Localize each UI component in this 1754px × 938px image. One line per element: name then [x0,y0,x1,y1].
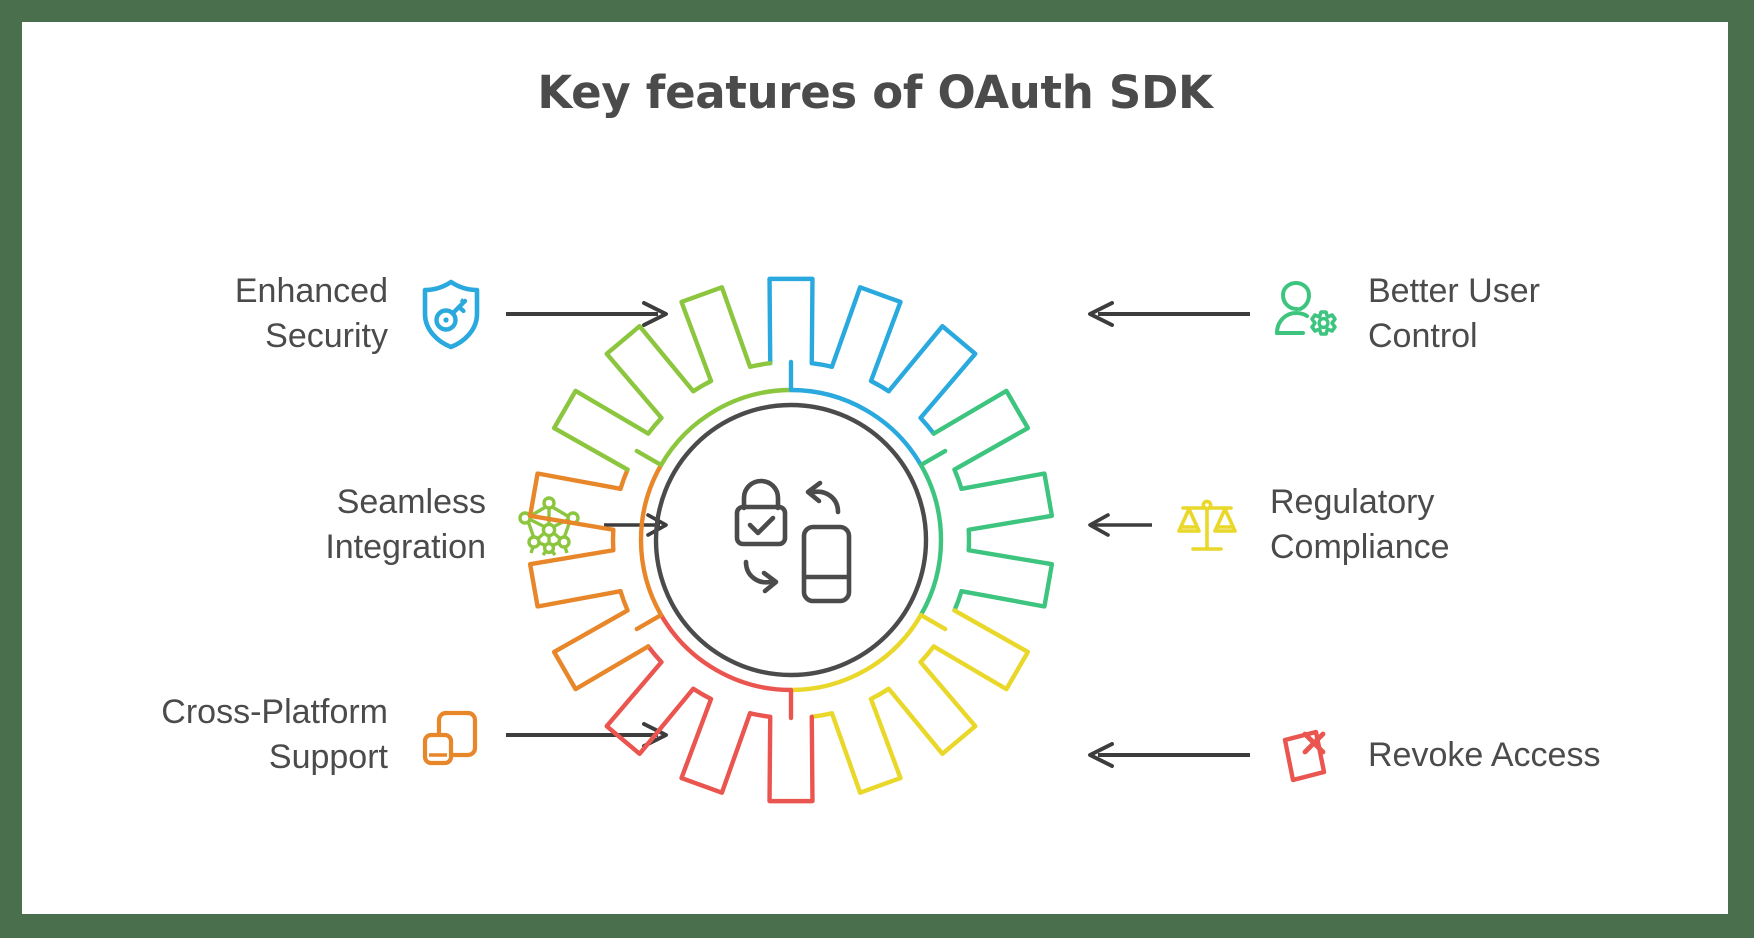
mobile-device-icon [801,524,852,604]
gear-tooth-seamless-integration [551,388,664,472]
gear-tooth-cross-platform-support [527,467,630,532]
gear-tooth-revoke-access [679,686,753,795]
feature-label: Enhanced Security [234,272,388,355]
gear-spokes [634,359,948,721]
devices-icon [414,698,488,772]
gear-tooth-seamless-integration [679,285,773,384]
arrow-right-icon [604,512,674,538]
gear-tooth-cross-platform-support [551,588,651,692]
gear-spoke-cross-platform-support [634,612,664,632]
feature-label: Better User Control [1368,272,1540,355]
gear-tooth-better-user-control [959,471,1055,553]
gear-ring-cross-platform-support [638,463,664,617]
gear-tooth-regulatory-compliance [918,608,1031,692]
central-gear-graphic [527,276,1055,804]
gear-tooth-better-user-control [931,388,1031,492]
document-x-icon [1268,718,1342,792]
gear-tooth-better-user-control [952,548,1055,613]
gear-spoke-regulatory-compliance [918,612,948,632]
arrow-left-icon [1082,301,1250,327]
gear-spoke-better-user-control [918,448,948,468]
gear-spoke-seamless-integration [634,448,664,468]
gear-tooth-regulatory-compliance [809,696,903,795]
feature-cross-platform-support[interactable]: Cross-Platform Support [161,675,674,795]
feature-enhanced-security[interactable]: Enhanced Security [235,254,674,374]
gear-tooth-seamless-integration [604,323,714,421]
gear-ring-regulatory-compliance [790,613,923,693]
arrow-left-icon [1082,742,1250,768]
gear-tooth-enhanced-security [767,276,835,369]
gear-ring-revoke-access [659,613,792,693]
refresh-arrows-icon [743,480,841,594]
gear-ring-enhanced-security [790,387,923,467]
gear-center-circle [653,402,929,678]
gear-tooth-enhanced-security [829,285,903,394]
gear-tooth-cross-platform-support [527,527,623,609]
gear-teeth [527,276,1055,804]
gear-tooth-regulatory-compliance [868,659,978,757]
gear-ring-seamless-integration [659,387,792,467]
page-title: Key features of OAuth SDK [537,66,1213,119]
padlock-check-icon [734,478,788,547]
gear-ring-better-user-control [918,463,944,617]
feature-better-user-control[interactable]: Better User Control [1082,254,1540,374]
feature-regulatory-compliance[interactable]: Regulatory Compliance [1082,465,1450,585]
user-gear-icon [1268,277,1342,351]
feature-label: Cross-Platform Support [161,693,388,776]
gear-inner-ring [638,387,944,693]
infographic-canvas: Key features of OAuth SDK Enhanced Secur… [22,22,1728,914]
feature-label: Seamless Integration [325,483,486,566]
gear-tooth-enhanced-security [886,323,978,436]
feature-label: Revoke Access [1368,735,1601,774]
oauth-exchange-icon [734,478,852,604]
feature-seamless-integration[interactable]: Seamless Integration [325,465,674,585]
gear-tooth-revoke-access [604,644,696,757]
arrow-right-icon [506,301,674,327]
feature-revoke-access[interactable]: Revoke Access [1082,695,1600,815]
gear-tooth-revoke-access [747,711,815,804]
arrow-left-icon [1082,512,1152,538]
scales-balance-icon [1170,488,1244,562]
feature-label: Regulatory Compliance [1270,483,1450,566]
shield-key-icon [414,277,488,351]
